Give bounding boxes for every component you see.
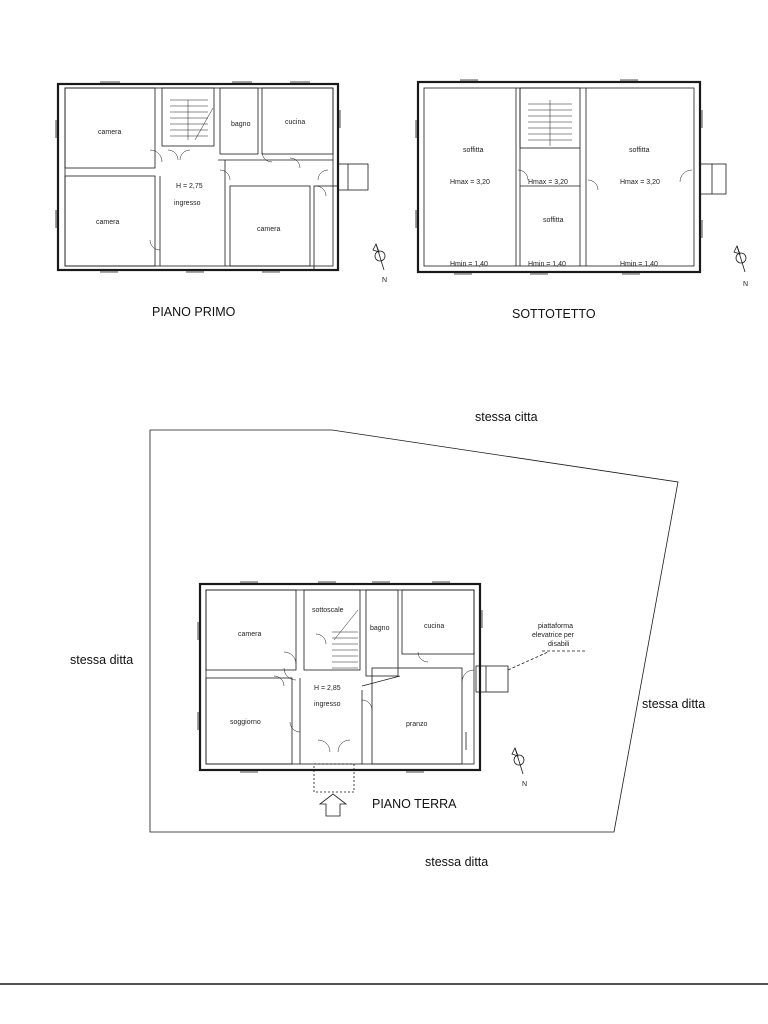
st-hmax-2: Hmax = 3,20 (528, 179, 568, 186)
pp-height-label: H = 2,75 (176, 183, 203, 190)
piano-terra-title: PIANO TERRA (372, 797, 457, 811)
st-hmax-1: Hmax = 3,20 (450, 179, 490, 186)
pt-camera-label: camera (238, 631, 261, 638)
pp-room-label-3: bagno (231, 121, 251, 128)
pp-room-label-4: cucina (285, 119, 305, 126)
pt-ingresso-label: ingresso (314, 701, 341, 708)
pt-sottoscale-label: sottoscale (312, 607, 344, 614)
st-room-label-1: soffitta (463, 147, 484, 154)
pp-room-label-5: camera (257, 226, 280, 233)
pp-north-arrow-icon (372, 243, 386, 271)
st-room-label-2: soffitta (543, 217, 564, 224)
piano-primo-title: PIANO PRIMO (152, 305, 236, 319)
pt-soggiorno-label: soggiorno (230, 719, 261, 726)
pp-bagno (219, 87, 259, 155)
pt-cucina (401, 589, 475, 655)
entrance-arrow-icon (318, 793, 348, 817)
pt-bagno-label: bagno (370, 625, 390, 632)
pt-sottoscale (303, 589, 361, 671)
st-hmin-1: Hmin = 1,40 (450, 261, 488, 268)
pp-ingresso-label: ingresso (174, 200, 201, 207)
pp-room-label-2: camera (96, 219, 119, 226)
pt-soggiorno (205, 677, 293, 765)
sottotetto-title: SOTTOTETTO (512, 307, 596, 321)
st-room-label-3: soffitta (629, 147, 650, 154)
pp-north-label: N (382, 277, 387, 284)
pp-camera-top (64, 87, 156, 169)
pp-room-label-1: camera (98, 129, 121, 136)
st-hmax-3: Hmax = 3,20 (620, 179, 660, 186)
pt-north-arrow-icon (511, 747, 525, 775)
piano-primo-plan: camera camera bagno cucina camera H = 2,… (55, 81, 387, 284)
context-top-label: stessa citta (475, 410, 538, 424)
pt-pranzo-label: pranzo (406, 721, 428, 728)
lot-boundary (149, 429, 679, 833)
st-north-arrow-icon (733, 245, 747, 273)
sottotetto-plan: soffitta soffitta soffitta Hmax = 3,20 H… (415, 79, 748, 288)
piano-terra-plan: camera soggiorno sottoscale bagno cucina… (197, 581, 586, 817)
pp-cucina (261, 87, 334, 155)
st-hmin-3: Hmin = 1,40 (620, 261, 658, 268)
context-right-label: stessa ditta (642, 697, 705, 711)
pt-bagno (365, 589, 399, 677)
pt-note-line-2: elevatrice per (532, 632, 575, 639)
context-bottom-label: stessa ditta (425, 855, 488, 869)
pp-camera-right (229, 185, 311, 267)
pt-outer-wall (198, 582, 482, 772)
pp-camera-bottom (64, 175, 156, 267)
st-north-label: N (743, 281, 748, 288)
pt-north-label: N (522, 781, 527, 788)
pt-pranzo (371, 667, 463, 765)
pt-cucina-label: cucina (424, 623, 444, 630)
st-stair (519, 87, 581, 149)
pt-note-line-3: disabili (548, 641, 570, 648)
st-hmin-2: Hmin = 1,40 (528, 261, 566, 268)
context-left-label: stessa ditta (70, 653, 133, 667)
pt-note-line-1: piattaforma (538, 623, 573, 630)
st-outer-wall (416, 80, 702, 274)
pt-stair (332, 609, 359, 669)
pp-stair (161, 87, 215, 147)
pt-camera (205, 589, 297, 671)
pt-height-label: H = 2,85 (314, 685, 341, 692)
